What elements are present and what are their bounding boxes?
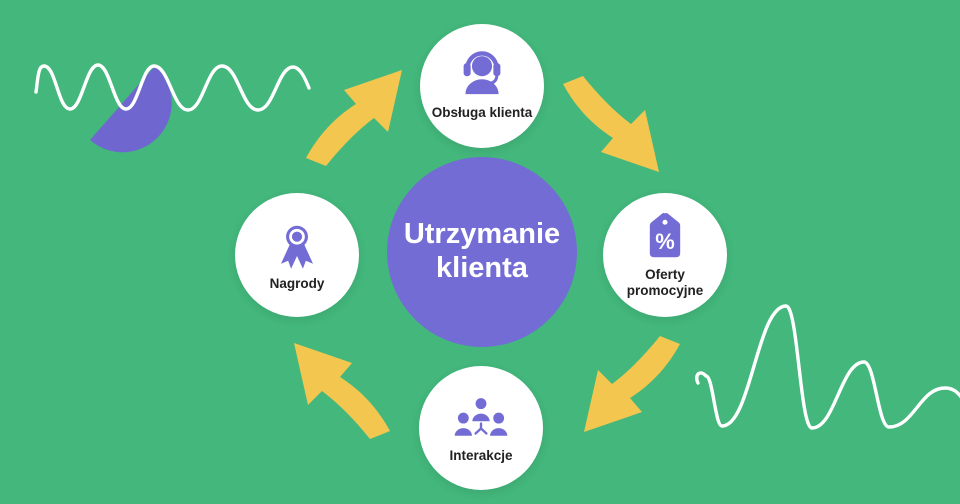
svg-text:%: % — [655, 228, 675, 253]
people-network-icon — [452, 393, 510, 445]
arrow-rewards-to-support — [306, 70, 402, 166]
node-label: Oferty promocyjne — [626, 266, 704, 298]
discount-tag-icon: % — [638, 210, 692, 264]
node-label: Obsługa klienta — [431, 104, 533, 120]
diagram-title: Utrzymanie klienta — [403, 218, 561, 284]
center-circle: Utrzymanie klienta — [387, 157, 577, 347]
arrow-support-to-offers — [563, 76, 659, 172]
node-label: Nagrody — [269, 275, 325, 291]
node-interactions: Interakcje — [419, 366, 543, 490]
node-customer-service: Obsługa klienta — [420, 24, 544, 148]
node-promo-offers: % Oferty promocyjne — [603, 193, 727, 317]
node-label: Interakcje — [449, 447, 513, 463]
support-agent-icon — [454, 46, 510, 102]
arrow-offers-to-interactions — [584, 336, 680, 432]
right-wavy-line — [695, 304, 960, 430]
arrow-interactions-to-rewards — [294, 343, 390, 439]
node-rewards: Nagrody — [235, 193, 359, 317]
left-wavy-line — [34, 63, 311, 112]
award-ribbon-icon — [270, 219, 324, 273]
purple-half-disc — [90, 66, 172, 153]
